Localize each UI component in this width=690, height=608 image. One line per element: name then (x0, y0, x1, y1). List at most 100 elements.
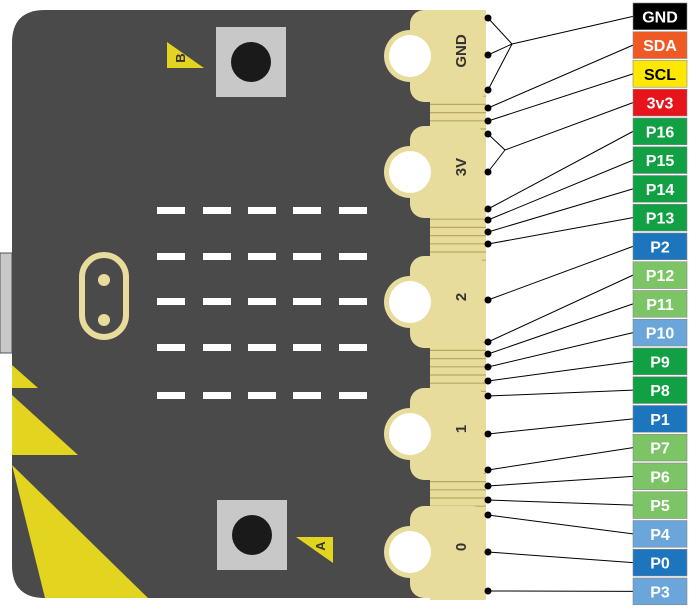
wire-p8 (487, 389, 634, 397)
pin-label-box (632, 548, 688, 577)
pin-label-box (632, 175, 688, 203)
pin-label-text: SDA (643, 38, 677, 55)
button-b-marker (167, 42, 204, 68)
wire-p1 (487, 418, 634, 435)
wire-p13 (487, 217, 634, 245)
button-a-center[interactable] (232, 515, 272, 555)
pin-label-text: P13 (646, 211, 675, 228)
pin-label-text: P1 (650, 412, 670, 429)
button-a-marker (296, 537, 333, 563)
led-3-0 (157, 344, 185, 351)
pin-connection-dot (484, 350, 492, 358)
led-0-1 (203, 207, 231, 214)
wire-3v3-fan (487, 133, 506, 151)
wire-3v3 (504, 102, 634, 151)
pin-label-box (632, 88, 688, 117)
pin-connection-dot (484, 466, 492, 474)
pad-1-hole (389, 413, 431, 455)
pad-gnd[interactable]: GND (384, 10, 486, 102)
led-0-4 (339, 207, 367, 214)
pin-label-p10: P10 (632, 318, 688, 347)
led-2-2 (248, 298, 276, 305)
pad-3v-label: 3V (453, 158, 470, 176)
pin-connection-dot (484, 168, 492, 176)
led-0-0 (157, 207, 185, 214)
pin-label-p15: P15 (632, 146, 688, 174)
pad-0-plate[interactable] (410, 506, 486, 598)
wire-p0 (487, 551, 634, 564)
pin-label-box (632, 433, 688, 462)
button-b[interactable]: B (167, 27, 286, 97)
wire-p9 (487, 360, 634, 382)
touch-logo[interactable] (79, 252, 129, 340)
pin-label-box (632, 318, 688, 347)
button-b-letter: B (173, 53, 188, 62)
pin-label-text: P5 (650, 498, 670, 515)
side-connector (0, 252, 13, 354)
wire-p10 (487, 332, 634, 368)
pin-label-text: P11 (646, 297, 674, 314)
led-1-2 (248, 253, 276, 260)
led-3-4 (339, 344, 367, 351)
pad-1[interactable]: 1 (384, 388, 486, 480)
wire-p14 (487, 188, 634, 233)
pad-0[interactable]: 0 (384, 506, 486, 598)
pin-label-text: P16 (646, 124, 675, 141)
pin-label-text: P0 (650, 556, 670, 573)
pin-label-text: P8 (650, 383, 670, 400)
wire-gnd-fan (487, 43, 513, 56)
pad-3v[interactable]: 3V (384, 126, 486, 218)
pin-label-sda: SDA (632, 31, 688, 59)
wire-p15 (487, 159, 634, 221)
led-1-4 (339, 253, 367, 260)
pad-2-label: 2 (453, 293, 470, 301)
led-0-3 (293, 207, 321, 214)
pin-label-p2: P2 (632, 232, 688, 261)
pin-connection-dot (484, 86, 492, 94)
pin-label-box (632, 520, 688, 548)
led-4-3 (293, 392, 321, 399)
pin-label-box (632, 462, 688, 491)
pin-label-scl: SCL (632, 60, 688, 88)
led-3-3 (293, 344, 321, 351)
pin-connection-dot (484, 117, 492, 125)
pin-label-box (632, 347, 688, 376)
wires (484, 14, 634, 595)
led-1-0 (157, 253, 185, 260)
pad-1-plate[interactable] (410, 388, 486, 480)
wire-p6 (487, 475, 634, 487)
touch-logo-outline[interactable] (79, 252, 129, 340)
button-b-center[interactable] (231, 42, 271, 82)
pin-label-text: P3 (650, 584, 670, 601)
pin-label-p1: P1 (632, 405, 688, 433)
pin-connection-dot (484, 548, 492, 556)
pin-label-box (632, 261, 688, 289)
pin-label-column: GNDSDASCL3v3P16P15P14P13P2P12P11P10P9P8P… (632, 2, 688, 606)
pin-label-p12: P12 (632, 261, 688, 289)
pin-connection-dot (484, 228, 492, 236)
pad-2-plate[interactable] (410, 256, 486, 348)
pin-label-text: P12 (646, 268, 675, 285)
pin-connection-dot (484, 377, 492, 385)
wire-gnd-fan (487, 17, 513, 45)
led-2-0 (157, 298, 185, 305)
pin-connection-dot (484, 216, 492, 224)
pin-label-p5: P5 (632, 491, 688, 519)
pin-label-3v3: 3v3 (632, 88, 688, 117)
pad-3v-plate[interactable] (410, 126, 486, 218)
wire-sda (487, 44, 634, 109)
pin-label-text: GND (642, 9, 678, 26)
pad-gnd-plate[interactable] (410, 10, 486, 102)
pin-label-p0: P0 (632, 548, 688, 577)
led-4-2 (248, 392, 276, 399)
pin-label-gnd: GND (632, 2, 688, 31)
button-a[interactable]: A (217, 500, 333, 570)
pad-2[interactable]: 2 (384, 256, 486, 348)
pin-label-box (632, 376, 688, 404)
pin-connection-dot (484, 104, 492, 112)
pad-0-hole (389, 531, 431, 573)
wire-p2 (487, 245, 634, 301)
led-1-3 (293, 253, 321, 260)
pin-label-text: 3v3 (647, 96, 674, 113)
pin-label-p9: P9 (632, 347, 688, 376)
